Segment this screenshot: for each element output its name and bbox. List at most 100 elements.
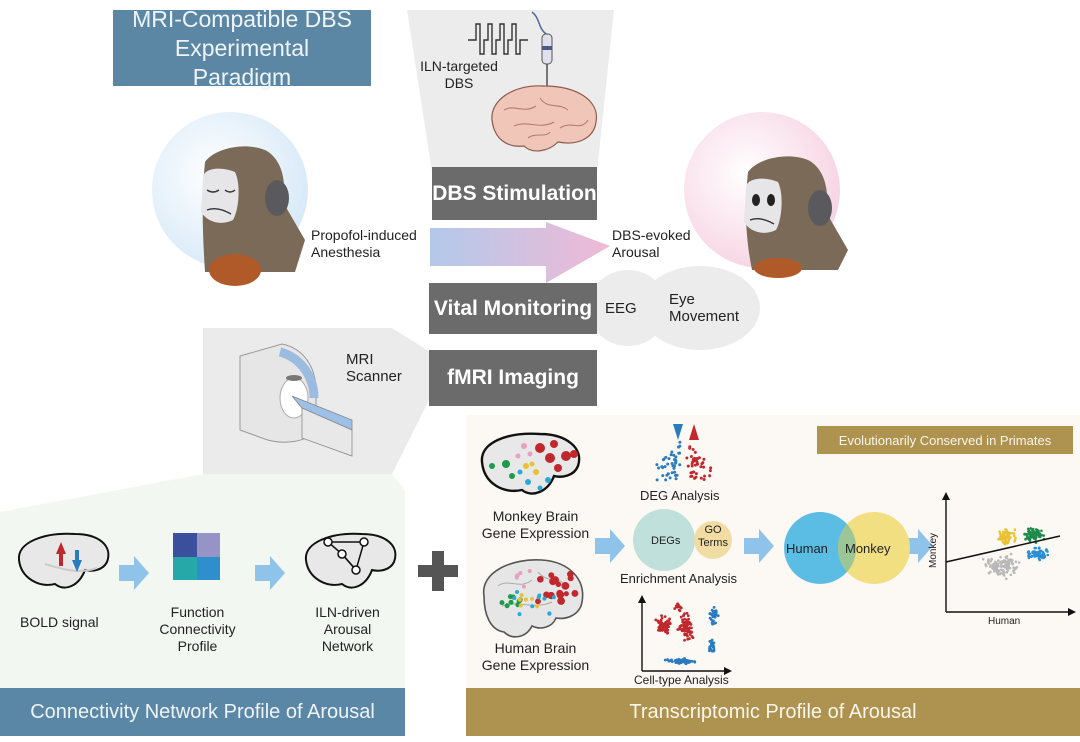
arousal-network-label-line2: Arousal bbox=[323, 621, 372, 637]
dot bbox=[1023, 532, 1026, 536]
dot bbox=[656, 619, 660, 623]
fc-matrix-cell bbox=[173, 533, 197, 557]
dot bbox=[713, 615, 717, 619]
anesthetized-monkey-icon bbox=[201, 146, 305, 286]
dot bbox=[1003, 542, 1007, 546]
dot bbox=[666, 631, 669, 635]
dot bbox=[996, 571, 999, 575]
dot bbox=[555, 581, 562, 588]
degs-circle bbox=[633, 509, 695, 571]
dot bbox=[1001, 560, 1005, 564]
dot bbox=[655, 463, 659, 467]
dot bbox=[989, 560, 993, 563]
dot bbox=[663, 615, 667, 619]
ilm-dbs-label-line1: ILN-targeted bbox=[420, 58, 498, 74]
dot bbox=[665, 626, 668, 629]
arrow-fc-to-network bbox=[255, 556, 285, 590]
dot bbox=[678, 605, 682, 609]
dot bbox=[687, 659, 691, 663]
dot bbox=[523, 597, 528, 602]
dot bbox=[517, 597, 522, 602]
dot bbox=[702, 465, 706, 469]
dot bbox=[676, 660, 680, 664]
dot bbox=[1038, 553, 1041, 556]
dot bbox=[1005, 561, 1009, 565]
dot bbox=[527, 451, 533, 457]
dot bbox=[681, 618, 684, 622]
dot bbox=[517, 469, 523, 475]
fmri-imaging-step: fMRI Imaging bbox=[429, 350, 597, 406]
dot bbox=[692, 470, 696, 474]
dot bbox=[693, 456, 697, 460]
conservation-scatter-plot bbox=[942, 492, 1076, 616]
dot bbox=[502, 460, 510, 468]
dot bbox=[1030, 536, 1033, 539]
monkey-expression-label: Monkey Brain Gene Expression bbox=[478, 508, 593, 542]
dot bbox=[1034, 534, 1037, 538]
dot bbox=[666, 472, 670, 476]
mri-scanner-icon bbox=[239, 343, 353, 457]
dot bbox=[703, 474, 707, 478]
human-brain-expression-icon bbox=[483, 559, 584, 638]
dot bbox=[999, 555, 1002, 559]
dot bbox=[998, 530, 1001, 533]
dot bbox=[673, 607, 677, 610]
dot bbox=[678, 463, 682, 467]
dot bbox=[702, 478, 706, 482]
dot bbox=[509, 473, 515, 479]
dot bbox=[686, 629, 689, 633]
dot bbox=[689, 471, 693, 475]
dot bbox=[661, 625, 664, 629]
dot bbox=[677, 451, 681, 455]
dot bbox=[1007, 562, 1011, 566]
go-terms-circle bbox=[694, 521, 732, 559]
dot bbox=[1041, 550, 1045, 554]
dot bbox=[1000, 565, 1003, 568]
dot bbox=[659, 618, 663, 622]
dot bbox=[1012, 569, 1015, 573]
dot bbox=[1012, 532, 1016, 535]
up-regulated-icon bbox=[689, 424, 699, 440]
dot bbox=[1036, 529, 1039, 533]
dot bbox=[699, 476, 703, 480]
dot bbox=[1002, 571, 1006, 574]
dot bbox=[1012, 566, 1015, 569]
dot bbox=[1031, 527, 1035, 531]
dot bbox=[537, 485, 543, 491]
dot bbox=[998, 532, 1002, 536]
dot bbox=[523, 463, 529, 469]
dot bbox=[550, 440, 558, 448]
dot bbox=[655, 478, 659, 482]
dot bbox=[557, 597, 565, 605]
human-monkey-venn bbox=[784, 512, 910, 584]
human-expression-label-line1: Human Brain bbox=[494, 640, 577, 656]
dot bbox=[499, 600, 505, 606]
dot bbox=[533, 469, 539, 475]
dot bbox=[1014, 536, 1017, 540]
dot bbox=[545, 477, 551, 483]
dot bbox=[672, 453, 676, 457]
go-terms-label: GO Terms bbox=[698, 524, 728, 550]
dot bbox=[673, 461, 677, 465]
monkey-expression-label-line2: Gene Expression bbox=[481, 525, 590, 541]
anesthesia-label: Propofol-induced Anesthesia bbox=[311, 227, 417, 261]
transcriptomic-banner-text: Transcriptomic Profile of Arousal bbox=[629, 700, 917, 723]
dot bbox=[518, 603, 523, 608]
ilm-dbs-label-line2: DBS bbox=[444, 75, 474, 91]
dot bbox=[1032, 532, 1036, 536]
dot bbox=[1042, 534, 1046, 537]
eye-movement-cloud bbox=[640, 266, 760, 350]
fc-matrix-cell bbox=[196, 556, 220, 580]
evolutionarily-conserved-text: Evolutionarily Conserved in Primates bbox=[838, 432, 1052, 448]
dot bbox=[1027, 529, 1031, 532]
dot bbox=[695, 457, 699, 461]
dot bbox=[554, 464, 562, 472]
dot bbox=[990, 557, 993, 561]
arousal-label: DBS-evoked Arousal bbox=[612, 227, 691, 261]
dot bbox=[519, 593, 524, 598]
dot bbox=[679, 615, 683, 619]
dot bbox=[708, 647, 711, 650]
dot bbox=[669, 659, 673, 662]
dot bbox=[667, 625, 671, 629]
go-terms-label-line1: GO bbox=[704, 524, 722, 536]
